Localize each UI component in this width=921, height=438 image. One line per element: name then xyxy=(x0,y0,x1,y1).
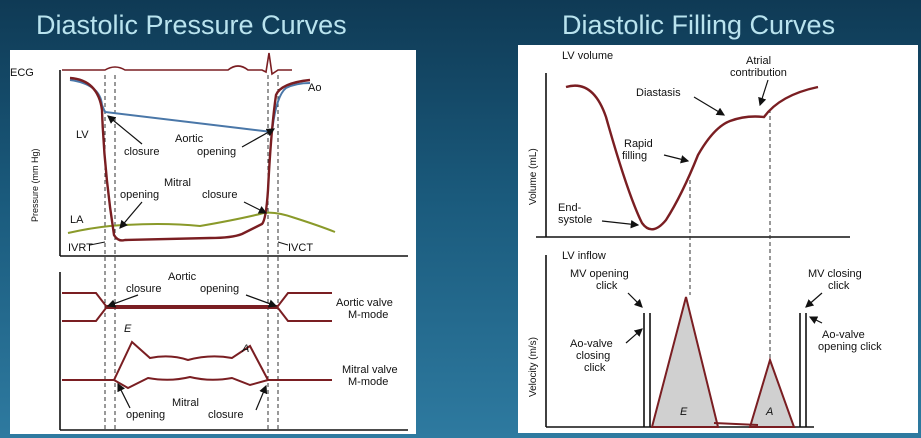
mitral-opening-label: opening xyxy=(120,189,159,201)
mitral-closure-arrow xyxy=(243,201,268,214)
mmode-aortic-closure-label: closure xyxy=(126,283,161,295)
end-systole-arrow xyxy=(601,220,640,229)
mitral-valve-mmode-label: Mitral valve xyxy=(342,364,398,376)
mmode-aortic-opening-label: opening xyxy=(200,283,239,295)
diastasis-inflow-segment xyxy=(713,422,759,426)
atrial-contribution-label: contribution xyxy=(730,67,787,79)
closure-label: closure xyxy=(124,146,159,158)
aortic-valve-mmode-sublabel: M-mode xyxy=(348,309,388,321)
lv-volume-curve xyxy=(565,84,819,231)
left-atrial-pressure-curve xyxy=(67,211,336,234)
mitral-opening-arrow xyxy=(119,201,143,229)
mmode-mitral-opening-arrow xyxy=(117,382,131,409)
volume-axis-label: Volume (mL) xyxy=(528,148,539,205)
mv-opening-click-label: click xyxy=(596,280,618,292)
filling-curves-panel: LV volume Volume (mL) Atrial contributio… xyxy=(518,45,918,433)
mv-closing-click-label: click xyxy=(828,280,850,292)
rapid-label: Rapid xyxy=(624,138,653,150)
mv-closing-click-arrow xyxy=(805,292,823,308)
e-triangle-label: E xyxy=(680,406,688,418)
diastasis-arrow xyxy=(693,96,726,116)
diastasis-label: Diastasis xyxy=(636,87,681,99)
mitral-valve-mmode-sublabel: M-mode xyxy=(348,376,388,388)
velocity-axis-label: Velocity (m/s) xyxy=(528,337,539,397)
ivrt-bracket-line xyxy=(89,241,106,246)
mmode-mitral-closure-arrow xyxy=(255,384,268,411)
mitral-valve-mmode-anterior xyxy=(62,340,332,381)
mv-opening-label: MV opening xyxy=(570,268,629,280)
ao-opening-label: Ao-valve xyxy=(822,329,865,341)
left-slide-title: Diastolic Pressure Curves xyxy=(36,10,347,40)
opening-label: opening xyxy=(197,146,236,158)
end-systole-label: systole xyxy=(558,214,592,226)
e-wave-label: E xyxy=(124,323,132,335)
lv-label: LV xyxy=(76,129,89,141)
aortic-closure-arrow xyxy=(107,115,143,145)
pressure-curves-panel: ECG Ao LV LA Pressure (mm Hg) Aortic clo… xyxy=(10,50,416,434)
ao-label: Ao xyxy=(308,82,321,94)
ao-closing-label: Ao-valve xyxy=(570,338,613,350)
ecg-trace xyxy=(62,52,292,76)
mmode-mitral-closure-label: closure xyxy=(208,409,243,421)
a-wave-triangle xyxy=(748,356,796,428)
mitral-label: Mitral xyxy=(164,177,191,189)
atrial-label: Atrial xyxy=(746,55,771,67)
mitral-closure-label: closure xyxy=(202,189,237,201)
mmode-aortic-opening-arrow xyxy=(245,294,278,308)
a-triangle-label: A xyxy=(765,406,773,418)
mmode-mitral-opening-label: opening xyxy=(126,409,165,421)
pressure-axis-label: Pressure (mm Hg) xyxy=(30,148,40,222)
ecg-label: ECG xyxy=(10,67,34,79)
rapid-filling-arrow xyxy=(663,154,690,164)
aortic-opening-arrow xyxy=(241,128,276,148)
ao-closing-sublabel: closing xyxy=(576,350,610,362)
mv-closing-label: MV closing xyxy=(808,268,862,280)
lv-pressure-curve xyxy=(69,76,311,242)
mmode-mitral-label: Mitral xyxy=(172,397,199,409)
lv-volume-label: LV volume xyxy=(562,50,613,62)
e-wave-triangle xyxy=(650,296,720,428)
mv-opening-click-arrow xyxy=(627,292,643,308)
mmode-aortic-closure-arrow xyxy=(106,294,139,308)
atrial-contribution-arrow xyxy=(758,79,769,107)
ivct-label: IVCT xyxy=(288,242,313,254)
aortic-label: Aortic xyxy=(175,133,204,145)
right-slide-title: Diastolic Filling Curves xyxy=(562,10,836,40)
lv-inflow-label: LV inflow xyxy=(562,250,606,262)
ivrt-label: IVRT xyxy=(68,242,93,254)
ao-opening-click-arrow xyxy=(808,316,823,324)
rapid-filling-label: filling xyxy=(622,150,647,162)
pressure-curves-diagram: ECG Ao LV LA Pressure (mm Hg) Aortic clo… xyxy=(10,52,408,432)
aortic-valve-mmode-upper xyxy=(62,292,332,307)
mmode-aortic-label: Aortic xyxy=(168,271,197,283)
mitral-valve-mmode-posterior xyxy=(113,375,269,390)
ivct-bracket-line xyxy=(277,241,289,246)
ao-opening-click-label: opening click xyxy=(818,341,882,353)
filling-curves-diagram: LV volume Volume (mL) Atrial contributio… xyxy=(528,50,882,428)
ao-closing-click-arrow xyxy=(625,328,643,344)
aortic-valve-mmode-lower xyxy=(62,307,332,322)
la-label: LA xyxy=(70,214,84,226)
a-wave-label: A xyxy=(241,343,249,355)
end-label: End- xyxy=(558,202,582,214)
ao-closing-click-label: click xyxy=(584,362,606,374)
aortic-valve-mmode-label: Aortic valve xyxy=(336,297,393,309)
